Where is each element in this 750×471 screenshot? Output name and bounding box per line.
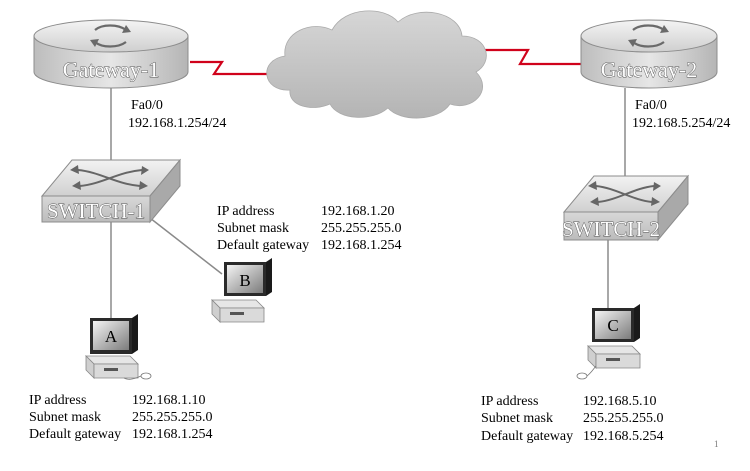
host-a-mask-label: Subnet mask [29, 410, 101, 425]
host-a-gateway-value: 192.168.1.254 [132, 427, 213, 442]
lan-links [110, 88, 626, 320]
host-a-ip-label: IP address [29, 393, 87, 408]
gateway-1-ip: 192.168.1.254/24 [128, 116, 227, 131]
serial-link-gw2 [476, 48, 582, 66]
host-c-mask-label: Subnet mask [481, 411, 553, 426]
switch-1-label: SWITCH-1 [47, 199, 145, 223]
host-c-ip-label: IP address [481, 394, 539, 409]
host-a-mask-value: 255.255.255.0 [132, 410, 213, 425]
host-a-ip-value: 192.168.1.10 [132, 393, 206, 408]
host-b-mask-label: Subnet mask [217, 221, 289, 236]
gateway-2-label: Gateway-2 [601, 57, 698, 82]
host-b-gateway-value: 192.168.1.254 [321, 238, 402, 253]
host-a-computer-icon [85, 314, 152, 380]
switch-2-label: SWITCH-2 [562, 217, 660, 241]
host-b-label: B [239, 271, 250, 290]
host-a-label: A [105, 327, 118, 346]
serial-link-gw1 [190, 60, 272, 76]
link-sw1-hostB [149, 217, 223, 275]
gateway-2-ip: 192.168.5.254/24 [632, 116, 731, 131]
switch-1-icon [40, 158, 182, 224]
host-b-computer-icon [211, 258, 272, 323]
host-a-gateway-label: Default gateway [29, 427, 122, 442]
gateway-1-interface: Fa0/0 [131, 98, 163, 113]
wan-cloud-icon [266, 10, 487, 119]
router-gateway-2-icon [580, 19, 718, 89]
host-c-gateway-label: Default gateway [481, 429, 574, 444]
router-gateway-1-icon [33, 19, 189, 89]
host-c-ip-value: 192.168.5.10 [583, 394, 657, 409]
switch-2-icon [562, 174, 690, 242]
host-b-ip-value: 192.168.1.20 [321, 204, 395, 219]
page-number: 1 [714, 439, 719, 449]
host-b-ip-label: IP address [217, 204, 275, 219]
host-b-gateway-label: Default gateway [217, 238, 310, 253]
host-c-label: C [607, 316, 618, 335]
gateway-2-interface: Fa0/0 [635, 98, 667, 113]
gateway-1-label: Gateway-1 [63, 57, 160, 82]
host-c-gateway-value: 192.168.5.254 [583, 429, 664, 444]
host-b-mask-value: 255.255.255.0 [321, 221, 402, 236]
host-c-mask-value: 255.255.255.0 [583, 411, 664, 426]
wan-links [190, 48, 582, 76]
host-c-computer-icon [576, 304, 641, 380]
